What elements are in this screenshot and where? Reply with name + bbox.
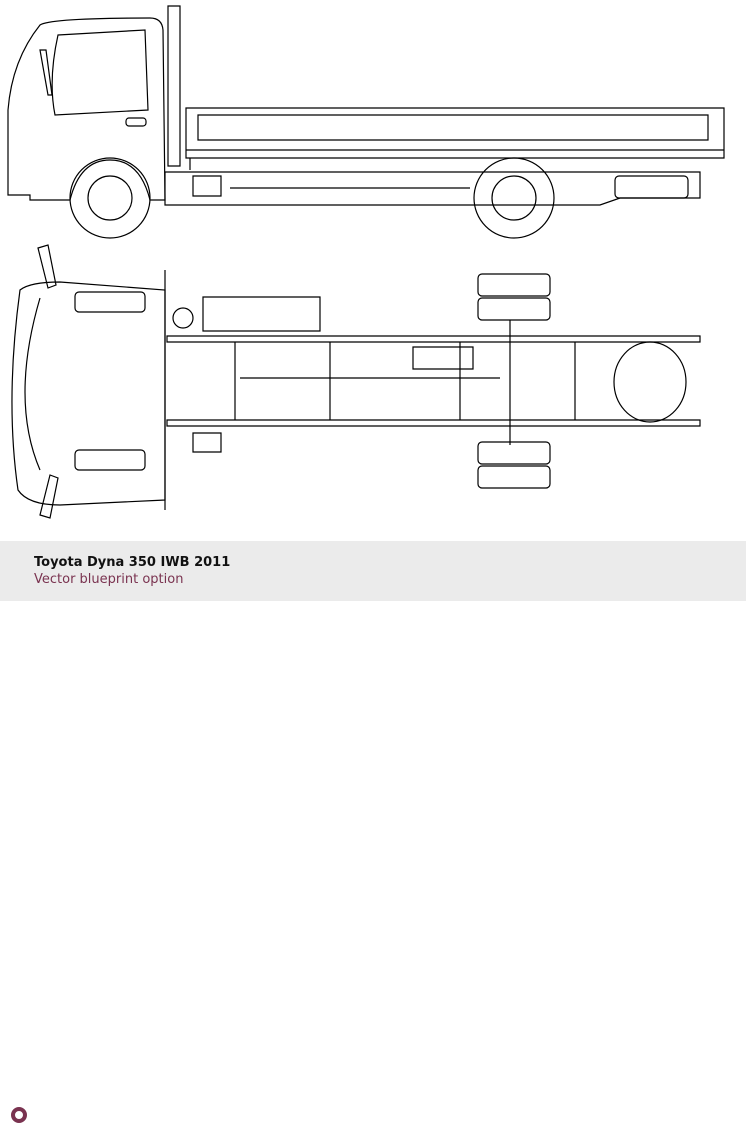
blueprint-option-link[interactable]: Vector blueprint option — [34, 572, 184, 587]
bullet-circle-icon — [11, 1107, 27, 1123]
side-view — [8, 6, 724, 238]
caption-bar: Toyota Dyna 350 IWB 2011 Vector blueprin… — [0, 541, 746, 1123]
blueprint-title: Toyota Dyna 350 IWB 2011 — [34, 555, 231, 570]
truck-blueprint — [0, 0, 746, 541]
top-view — [12, 245, 700, 518]
